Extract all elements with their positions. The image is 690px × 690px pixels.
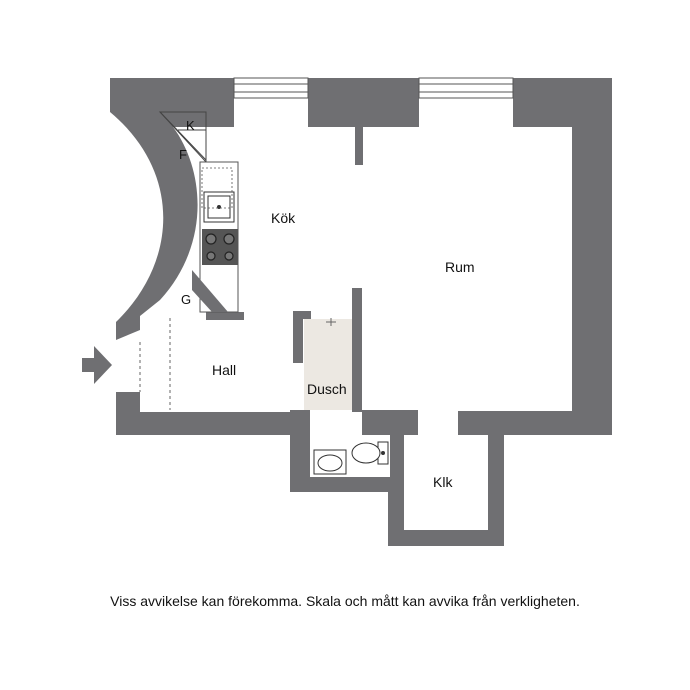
window-left — [233, 77, 309, 99]
room-label-klk: Klk — [433, 474, 453, 490]
fixture-label-f: F — [179, 147, 187, 162]
room-label-hall: Hall — [212, 362, 236, 378]
wall-left-lower — [116, 392, 310, 435]
fixture-label-g: G — [181, 292, 191, 307]
wall-top-right — [458, 78, 612, 435]
shower-floor — [304, 319, 352, 410]
cabinet-k — [158, 111, 207, 164]
wall-closet — [388, 435, 504, 546]
wall-curved-left — [110, 112, 198, 340]
wall-bathroom — [290, 410, 418, 492]
bathroom-fixtures — [310, 435, 390, 477]
wall-kitchen-stub — [206, 312, 244, 320]
windows — [233, 77, 514, 99]
fixture-label-k: K — [186, 118, 195, 133]
stove-icon — [202, 229, 238, 265]
kitchen-fixtures — [158, 111, 239, 313]
wall-top-middle — [308, 78, 419, 127]
wall-stub-top — [355, 127, 363, 165]
disclaimer-text: Viss avvikelse kan förekomma. Skala och … — [110, 593, 580, 609]
wall-shower-left — [293, 311, 303, 363]
wall-top-left — [110, 78, 234, 127]
room-label-kok: Kök — [271, 210, 296, 226]
room-label-dusch: Dusch — [307, 381, 347, 397]
toilet-icon — [351, 441, 389, 465]
entrance-arrow-icon — [82, 346, 112, 384]
wall-shower-top — [293, 311, 311, 319]
room-label-rum: Rum — [445, 259, 475, 275]
window-right — [418, 77, 514, 99]
wardrobe-g — [192, 270, 228, 312]
walls — [110, 78, 612, 546]
wall-partition-center — [352, 288, 362, 412]
